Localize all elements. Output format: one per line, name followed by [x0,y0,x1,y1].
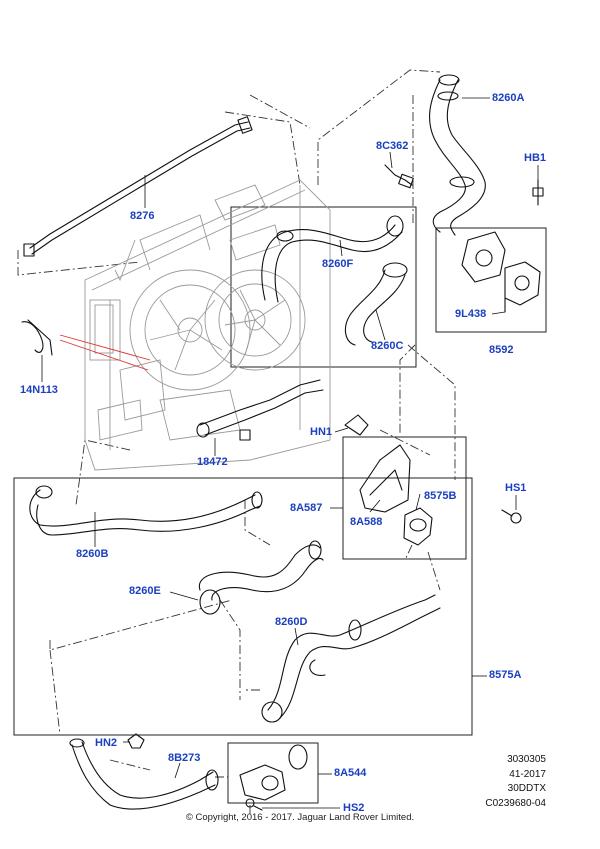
callout-14N113: 14N113 [20,384,58,396]
part-HN2-nut [127,733,145,749]
reference-number: 3030305 [507,754,546,765]
part-8A544-connector [239,744,308,801]
part-8260C-hose [344,262,408,346]
frame-lower-hoses [13,477,473,736]
callout-8260E: 8260E [129,585,161,597]
callout-8A544: 8A544 [334,767,367,779]
part-18472-pipe [196,379,324,441]
group-frames [13,206,547,804]
part-8B273-hose [69,738,219,810]
part-HN1-nut [344,414,369,436]
callout-8260A: 8260A [492,92,525,104]
part-8A588-bracket [359,444,411,513]
part-8592-housing [461,231,541,313]
callout-8260C: 8260C [371,340,404,352]
callout-9L438: 9L438 [455,308,487,320]
frame-thermostat-housing [435,227,547,333]
callout-leaders [41,97,539,809]
callout-8260B: 8260B [76,548,109,560]
callout-HB1: HB1 [524,152,547,164]
part-8575B-outlet [403,507,433,546]
dash-dot-leaders [17,69,456,815]
part-8C362-sensor [384,164,414,189]
part-8276-pipe [23,116,253,257]
reference-date: 41-2017 [509,769,546,780]
callout-8260F: 8260F [322,258,354,270]
part-8260F-hose [261,215,404,303]
callout-HN1: HN1 [310,426,333,438]
frame-thermostat-bracket [342,436,467,560]
callout-8575B: 8575B [424,490,457,502]
callout-8A587: 8A587 [290,502,323,514]
callout-18472: 18472 [197,456,228,468]
reference-illustration-id: C0239680-04 [485,798,546,809]
callout-HS2: HS2 [343,802,365,814]
part-HS1-screw [501,509,522,524]
part-HB1-bolt [532,179,544,206]
frame-radiator-hoses [230,206,417,368]
callout-8B273: 8B273 [168,752,201,764]
callout-8C362: 8C362 [376,140,409,152]
callout-HS1: HS1 [505,482,527,494]
callout-HN2: HN2 [95,737,118,749]
reference-model-code: 30DDTX [507,783,546,794]
callout-8575A: 8575A [489,669,522,681]
frame-heater-hose [227,742,319,804]
radiator-fan-module [84,179,331,471]
callout-8592: 8592 [489,344,514,356]
part-8260E-hose [198,540,324,615]
part-8260B-hose [29,485,263,536]
callout-8276: 8276 [130,210,155,222]
part-8260A-hose [429,74,486,236]
copyright-notice: © Copyright, 2016 - 2017. Jaguar Land Ro… [185,812,415,823]
red-leader-lines [59,334,151,371]
parts-line-art [21,74,544,811]
callout-8A588: 8A588 [350,516,383,528]
callout-8260D: 8260D [275,616,308,628]
part-8260D-hose [261,594,441,723]
part-14N113-clip [21,319,53,356]
part-HS2-screw [245,798,263,811]
